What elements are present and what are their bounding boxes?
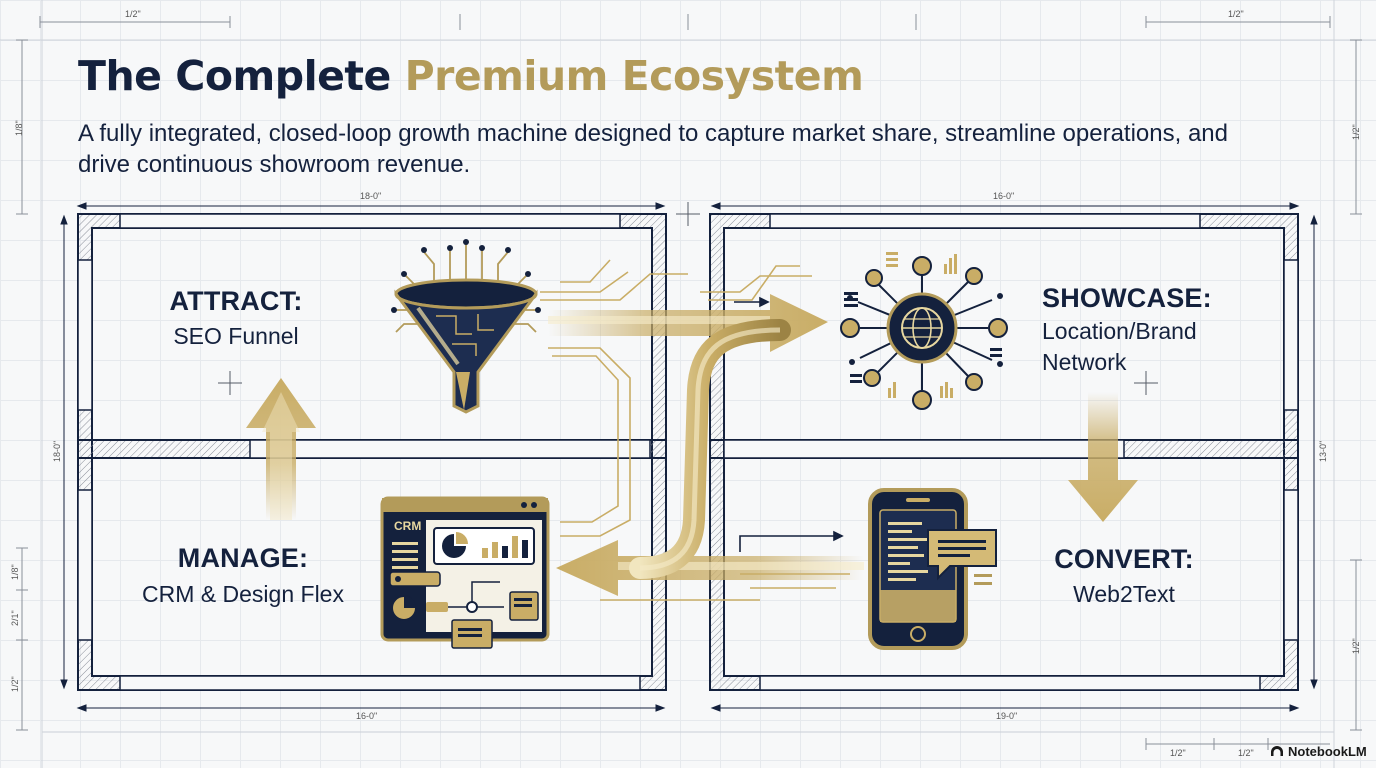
showcase-label-line2: Network bbox=[1042, 349, 1127, 375]
dim-room-bottom-right: 19-0" bbox=[996, 711, 1018, 721]
crm-badge: CRM bbox=[394, 519, 421, 533]
page-subtitle: A fully integrated, closed-loop growth m… bbox=[78, 120, 1228, 178]
showcase-heading: SHOWCASE: bbox=[1042, 283, 1212, 313]
dim-left-edge-4: 1/2" bbox=[10, 676, 20, 692]
title-accent: Premium Ecosystem bbox=[404, 52, 864, 100]
convert-label: Web2Text bbox=[1073, 581, 1175, 607]
dim-room-bottom-left: 16-0" bbox=[356, 711, 378, 721]
dim-top-right: 1/2" bbox=[1228, 9, 1244, 19]
dim-room-top-right: 16-0" bbox=[993, 191, 1015, 201]
dim-bottom-right-2: 1/2" bbox=[1238, 748, 1254, 758]
top-ruler bbox=[39, 14, 1331, 30]
crosshair-marks bbox=[218, 202, 1158, 395]
dim-right-edge-1: 1/2" bbox=[1351, 124, 1361, 140]
notebooklm-brand: NotebookLM bbox=[1270, 744, 1367, 759]
arrow-down bbox=[1068, 392, 1138, 522]
dim-left-edge-2: 1/8" bbox=[10, 564, 20, 580]
flow-arrows bbox=[246, 259, 1138, 601]
title-main: The Complete bbox=[78, 52, 405, 100]
room-dimension-lines bbox=[60, 202, 1318, 712]
dim-left-edge-1: 1/8" bbox=[14, 120, 24, 136]
smartphone-chat-icon bbox=[868, 488, 997, 650]
manage-label: CRM & Design Flex bbox=[142, 581, 344, 607]
floor-plan-walls bbox=[77, 213, 1299, 691]
network-globe-icon bbox=[840, 252, 1008, 410]
dim-room-top-left: 18-0" bbox=[360, 191, 382, 201]
funnel-icon bbox=[391, 239, 541, 414]
dim-top-left: 1/2" bbox=[125, 9, 141, 19]
attract-heading: ATTRACT: bbox=[169, 286, 303, 316]
manage-heading: MANAGE: bbox=[177, 543, 309, 573]
brand-label: NotebookLM bbox=[1288, 744, 1367, 759]
dim-side-right: 13-0" bbox=[1318, 440, 1328, 462]
crm-dashboard-icon bbox=[380, 496, 550, 649]
showcase-label-line1: Location/Brand bbox=[1042, 318, 1197, 344]
notebooklm-logo-icon bbox=[1271, 746, 1283, 756]
bottom-ruler bbox=[1145, 738, 1330, 750]
dim-side-left: 18-0" bbox=[52, 440, 62, 462]
arrow-up bbox=[246, 378, 316, 520]
attract-label: SEO Funnel bbox=[173, 323, 299, 349]
dim-bottom-right-1: 1/2" bbox=[1170, 748, 1186, 758]
left-ruler bbox=[16, 39, 28, 731]
dim-left-edge-3: 2/1" bbox=[10, 610, 20, 626]
convert-heading: CONVERT: bbox=[1054, 544, 1194, 574]
page-title: The Complete Premium Ecosystem bbox=[78, 52, 864, 100]
right-ruler bbox=[1350, 39, 1362, 731]
dim-right-edge-2: 1/2" bbox=[1351, 638, 1361, 654]
